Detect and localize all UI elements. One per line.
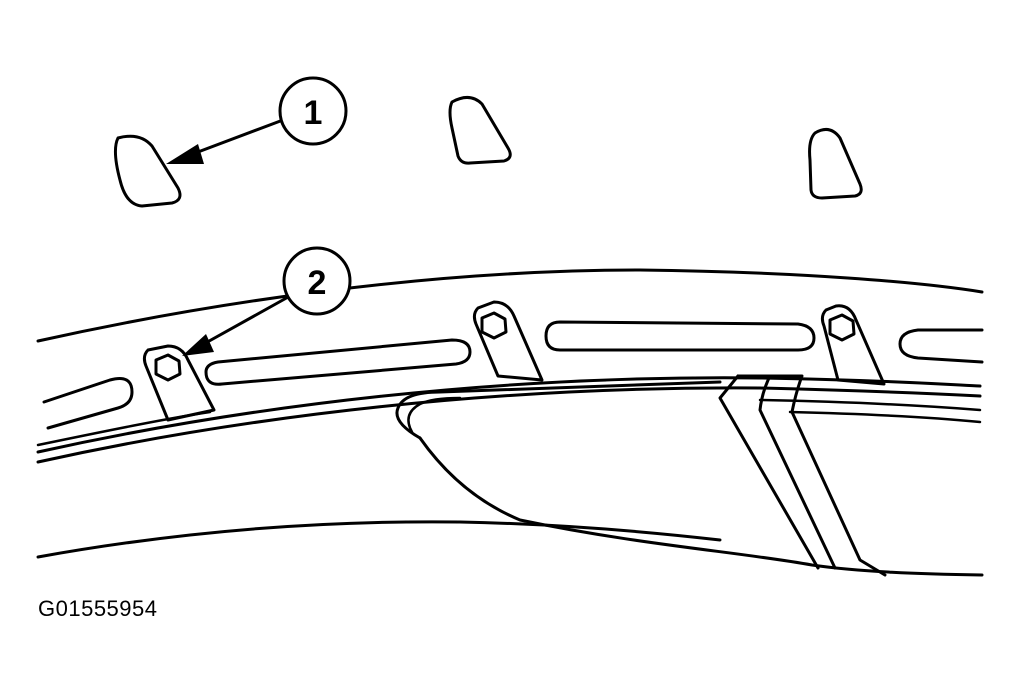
fastener-tab-left <box>142 344 216 422</box>
lower-recess-outline <box>395 380 722 440</box>
callout-1-label: 1 <box>304 94 323 132</box>
mounting-hole-center <box>448 96 512 165</box>
mounting-hole-right <box>808 127 863 200</box>
hex-bolt-left <box>154 353 182 382</box>
bumper-bottom-edge <box>36 520 722 559</box>
callout-2-circle <box>282 246 352 316</box>
fastener-tab-center <box>472 300 544 382</box>
bumper-lower-right-line <box>788 410 982 424</box>
slot-center-left <box>204 338 472 386</box>
lower-recess-inner <box>407 396 462 434</box>
fastener-tab-right <box>820 304 886 386</box>
hex-bolt-center <box>480 311 508 340</box>
callout-1-leader <box>188 118 285 157</box>
figure-id-label: G01555954 <box>38 596 158 621</box>
callout-1-circle <box>278 76 348 146</box>
bracket-right-edge <box>768 374 887 577</box>
lower-recess-curve <box>418 436 984 577</box>
bumper-top-edge <box>36 268 984 343</box>
callout-2-arrowhead <box>182 334 214 356</box>
callout-2-label: 2 <box>308 264 327 302</box>
callout-2-leader <box>200 294 292 347</box>
bumper-lip-upper <box>36 376 982 454</box>
mounting-hole-left <box>113 134 182 208</box>
slot-right <box>898 328 984 364</box>
slot-left <box>42 377 134 430</box>
slot-center-right <box>544 320 816 352</box>
bracket-left-edge <box>718 374 820 570</box>
bumper-lip-lower <box>36 386 982 464</box>
callout-1-arrowhead <box>166 144 204 164</box>
hex-bolt-right <box>828 313 856 342</box>
